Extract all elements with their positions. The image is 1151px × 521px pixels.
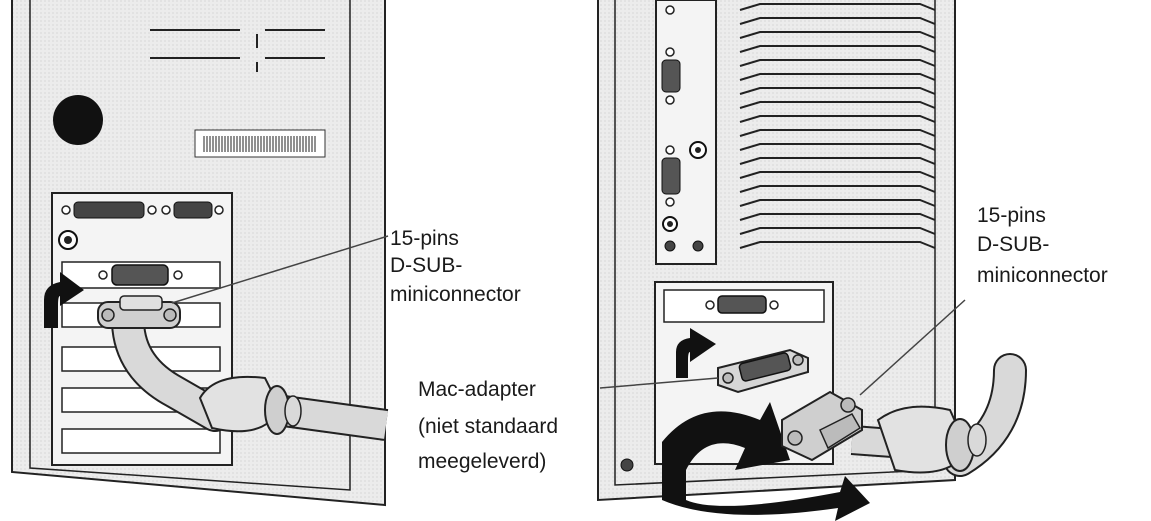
svg-text:miniconnector: miniconnector [390,283,521,306]
svg-text:15-pins: 15-pins [390,227,459,250]
svg-text:Mac-adapter: Mac-adapter [418,378,536,401]
right-computer-back [597,0,1027,521]
right-connector-label: 15-pins D-SUB- miniconnector [977,204,1108,287]
right-label-leader [859,299,966,396]
right-vga-port [717,295,767,314]
mac-adapter-leader [599,377,719,389]
svg-text:meegeleverd): meegeleverd) [418,450,546,473]
mac-adapter-label: Mac-adapter (niet standaard meegeleverd) [418,378,558,473]
left-computer-back [11,0,389,507]
right-vent-grille [739,3,936,249]
right-port-strip [655,0,717,265]
power-socket [53,95,103,145]
svg-text:D-SUB-: D-SUB- [977,233,1049,256]
right-insert-arrow [676,328,716,378]
left-insert-arrow [44,272,84,328]
svg-text:miniconnector: miniconnector [977,264,1108,287]
svg-text:D-SUB-: D-SUB- [390,254,462,277]
svg-text:(niet standaard: (niet standaard [418,415,558,438]
right-vga-cable [781,353,1027,477]
left-vent-slots [150,29,325,72]
svg-text:15-pins: 15-pins [977,204,1046,227]
barcode-label [194,129,326,158]
left-vga-port [111,264,169,286]
left-label-leader [171,235,389,304]
left-vga-cable [97,295,389,441]
mac-adapter [717,348,809,394]
left-connector-label: 15-pins D-SUB- miniconnector [390,227,521,306]
large-curved-arrow [662,402,870,521]
left-vga-screw [98,270,108,280]
